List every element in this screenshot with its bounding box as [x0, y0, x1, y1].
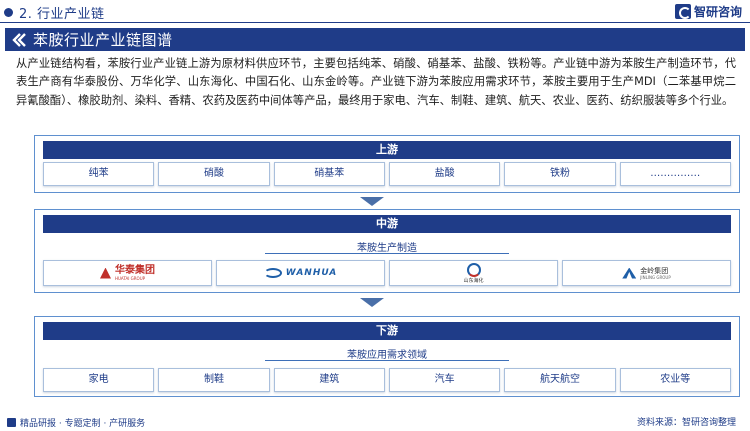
- downstream-item: 航天航空: [504, 368, 616, 392]
- company-name: 山东海化: [463, 277, 484, 284]
- upstream-panel: 上游 纯苯 硝酸 硝基苯 盐酸 铁粉 ……………: [34, 135, 740, 193]
- company-name: 华泰集团: [115, 264, 155, 276]
- jinling-logo-icon: [622, 267, 637, 279]
- company-name-en: HUATAI GROUP: [115, 275, 146, 281]
- midstream-subtitle: 苯胺生产制造: [357, 243, 417, 254]
- bullet-icon: [4, 7, 13, 17]
- subtitle-divider: [265, 253, 509, 254]
- downstream-item: 农业等: [619, 368, 731, 392]
- company-name: WANHUA: [285, 268, 338, 278]
- arrow-down-icon: [360, 197, 384, 206]
- page-title: 苯胺行业产业链图谱: [33, 31, 173, 49]
- company-jinling: 金岭集团 JINLING GROUP: [562, 260, 731, 286]
- arrow-down-icon: [360, 298, 384, 307]
- brand-name: 智研咨询: [693, 5, 742, 19]
- company-wanhua: WANHUA: [216, 260, 385, 286]
- upstream-item: ……………: [619, 162, 731, 186]
- header-divider: [0, 22, 750, 23]
- midstream-panel: 中游 苯胺生产制造 华泰集团 HUATAI GROUP WANHUA 山东海化 …: [34, 209, 740, 293]
- title-bar: 苯胺行业产业链图谱: [5, 28, 745, 51]
- brand: 智研咨询: [674, 3, 742, 20]
- top-header: 2. 行业产业链 智研咨询: [0, 0, 750, 24]
- company-huatai: 华泰集团 HUATAI GROUP: [43, 260, 212, 286]
- midstream-header: 中游: [43, 215, 731, 233]
- downstream-subtitle: 苯胺应用需求领域: [347, 350, 427, 361]
- wanhua-logo-icon: [263, 268, 282, 278]
- upstream-item: 硝基苯: [273, 162, 385, 186]
- footer-source: 资料来源：智研咨询整理: [636, 418, 736, 428]
- double-chevron-icon: [12, 32, 26, 47]
- upstream-item: 盐酸: [388, 162, 501, 186]
- company-shandong-haihua: 山东海化: [389, 260, 558, 286]
- intro-paragraph: 从产业链结构看，苯胺行业产业链上游为原材料供应环节，主要包括纯苯、硝酸、硝基苯、…: [16, 57, 736, 107]
- downstream-item: 家电: [43, 368, 155, 392]
- downstream-item: 建筑: [273, 368, 385, 392]
- shandong-haihua-logo-icon: [466, 262, 481, 277]
- footer: 精品研报 · 专题定制 · 产研服务 资料来源：智研咨询整理: [0, 412, 750, 431]
- upstream-item: 纯苯: [43, 162, 155, 186]
- brand-logo-icon: [674, 4, 691, 19]
- upstream-item: 硝酸: [158, 162, 270, 186]
- downstream-item: 制鞋: [158, 368, 270, 392]
- section-title: 2. 行业产业链: [19, 6, 105, 22]
- footer-left: 精品研报 · 专题定制 · 产研服务: [7, 416, 145, 429]
- downstream-items: 家电 制鞋 建筑 汽车 航天航空 农业等: [43, 368, 731, 392]
- report-icon: [7, 418, 16, 427]
- subtitle-divider: [265, 360, 509, 361]
- downstream-panel: 下游 苯胺应用需求领域 家电 制鞋 建筑 汽车 航天航空 农业等: [34, 316, 740, 397]
- huatai-logo-icon: [100, 267, 111, 279]
- footer-services: 精品研报 · 专题定制 · 产研服务: [20, 419, 146, 429]
- downstream-header: 下游: [43, 322, 731, 340]
- downstream-item: 汽车: [388, 368, 501, 392]
- company-name: 金岭集团: [640, 266, 669, 275]
- company-name-en: JINLING GROUP: [640, 274, 671, 280]
- upstream-items: 纯苯 硝酸 硝基苯 盐酸 铁粉 ……………: [43, 162, 731, 186]
- upstream-header: 上游: [43, 141, 731, 159]
- company-logos: 华泰集团 HUATAI GROUP WANHUA 山东海化 金岭集团 JINLI…: [43, 260, 731, 286]
- upstream-item: 铁粉: [504, 162, 616, 186]
